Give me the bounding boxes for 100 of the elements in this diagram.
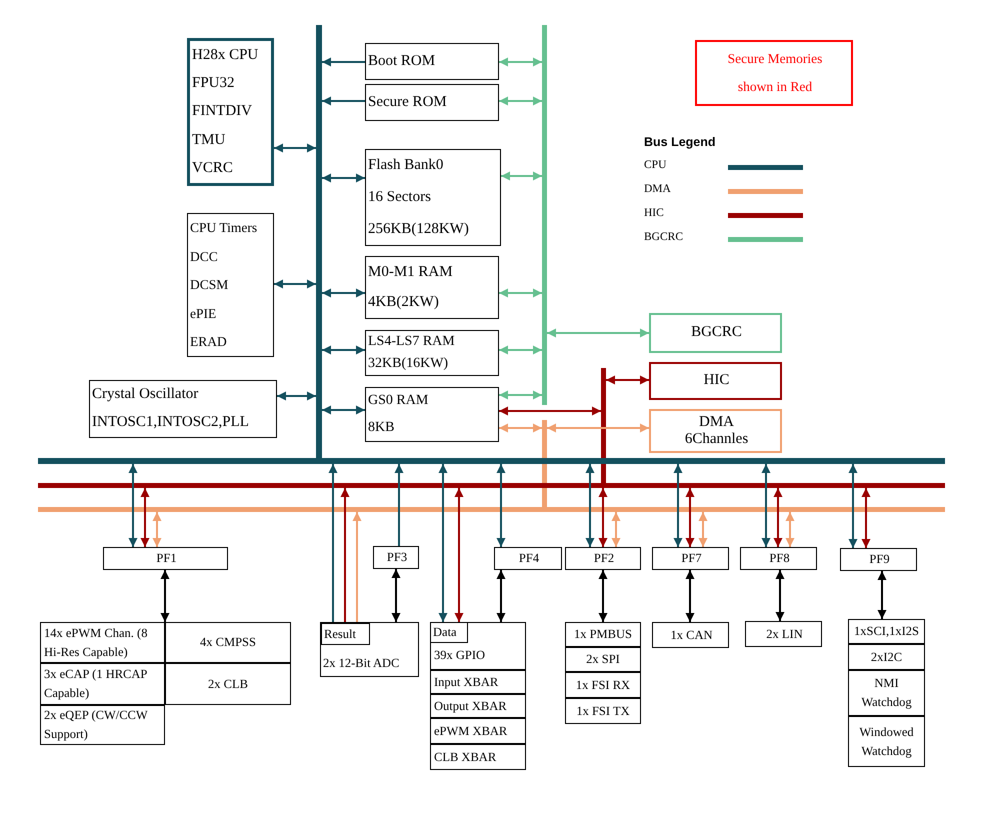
double-arrow	[160, 570, 170, 622]
block-box	[649, 362, 782, 400]
block-box	[89, 380, 277, 438]
double-arrow	[140, 488, 150, 547]
double-arrow	[274, 280, 316, 288]
peripheral-cell: 2x SPI	[565, 647, 641, 672]
double-arrow	[277, 392, 316, 400]
box-text: PF4	[518, 551, 540, 566]
peripheral-cell: 4x CMPSS	[165, 622, 291, 663]
legend-label: DMA	[644, 183, 671, 195]
box-text: H28x CPU	[192, 46, 258, 64]
peripheral-cell: 2x CLB	[165, 663, 291, 705]
block-box	[848, 619, 925, 767]
block-box	[840, 548, 917, 571]
double-arrow	[499, 424, 542, 432]
peripheral-cell: 2x eQEP (CW/CCW Support)	[40, 705, 165, 745]
box-text: 32KB(16KW)	[368, 356, 448, 372]
box-text: 256KB(128KW)	[368, 220, 469, 238]
double-arrow	[598, 570, 608, 622]
double-arrow	[674, 464, 682, 547]
box-text: Secure ROM	[368, 94, 447, 112]
box-text: PF2	[594, 551, 614, 566]
block-box	[365, 84, 499, 121]
peripheral-cell: 1x FSI TX	[565, 698, 641, 724]
block-box	[649, 313, 782, 353]
box-text: PF1	[156, 551, 177, 566]
box-text: 1x CAN	[670, 628, 713, 642]
box-text: DCC	[190, 248, 218, 264]
double-arrow	[774, 488, 782, 547]
box-text: PF8	[769, 551, 790, 566]
double-arrow	[586, 464, 594, 547]
box-text: DCSM	[190, 277, 228, 293]
legend-heading: Bus Legend	[644, 135, 716, 149]
block-box	[365, 330, 499, 376]
double-arrow	[152, 512, 162, 547]
box-text: FPU32	[192, 74, 235, 92]
double-arrow	[322, 288, 365, 298]
double-arrow	[878, 571, 886, 619]
box-text: PF3	[386, 550, 408, 565]
box-text: Secure Memories shown in Red	[726, 50, 824, 96]
box-text: 6Channles	[684, 431, 748, 448]
box-text: Crystal Oscillator	[92, 386, 198, 404]
double-arrow	[862, 488, 870, 548]
peripheral-cell: 1xSCI,1xI2S	[848, 619, 925, 644]
block-box	[320, 622, 419, 677]
double-arrow	[499, 58, 542, 66]
peripheral-cell: 3x eCAP (1 HRCAP Capable)	[40, 663, 165, 705]
double-arrow	[499, 96, 542, 106]
block-box	[494, 547, 562, 570]
box-text: DMA	[698, 414, 734, 431]
double-arrow	[598, 488, 608, 547]
block-box	[652, 622, 729, 648]
peripheral-cell: 14x ePWM Chan. (8 Hi-Res Capable)	[40, 622, 165, 663]
peripheral-cell: NMI Watchdog	[848, 670, 925, 716]
legend-label: CPU	[644, 159, 666, 171]
box-text: Result	[324, 626, 356, 642]
arrow	[322, 58, 365, 66]
double-arrow	[128, 464, 138, 547]
double-arrow	[322, 406, 365, 414]
box-text: FINTDIV	[192, 103, 252, 121]
double-arrow	[686, 570, 694, 622]
double-arrow	[686, 488, 694, 547]
double-arrow	[606, 376, 649, 384]
double-arrow	[762, 464, 770, 547]
block-box	[740, 547, 817, 570]
double-arrow	[612, 512, 620, 547]
double-arrow	[499, 346, 542, 354]
box-text: PF7	[681, 551, 702, 566]
block-box	[745, 621, 822, 647]
double-arrow	[499, 406, 601, 416]
block-box	[565, 547, 641, 570]
block-box	[365, 149, 501, 246]
block-box	[187, 213, 274, 357]
arrow	[328, 464, 338, 622]
box-text: M0-M1 RAM	[368, 264, 453, 281]
block-box	[430, 622, 526, 770]
legend-label: HIC	[644, 207, 664, 219]
peripheral-cell: ePWM XBAR	[430, 718, 526, 744]
block-box	[321, 623, 370, 645]
double-arrow	[454, 488, 464, 622]
arrow	[394, 464, 404, 546]
peripheral-cell: CLB XBAR	[430, 744, 526, 770]
box-text: BGCRC	[691, 324, 742, 342]
block-box	[365, 43, 499, 80]
double-arrow	[392, 569, 400, 622]
peripheral-cell: 1x PMBUS	[565, 622, 641, 647]
box-text: Data	[433, 625, 457, 640]
double-arrow	[438, 464, 448, 622]
box-text: 4KB(2KW)	[368, 294, 439, 312]
box-text: 2x 12-Bit ADC	[323, 656, 400, 670]
box-text: LS4-LS7 RAM	[368, 334, 455, 350]
block-box	[365, 387, 499, 442]
block-box	[652, 547, 729, 570]
box-text: 8KB	[368, 420, 394, 436]
box-text: 2x LIN	[766, 626, 803, 642]
double-arrow	[698, 512, 708, 547]
peripheral-cell: Input XBAR	[430, 670, 526, 694]
box-text: PF9	[869, 552, 890, 567]
block-box	[103, 547, 228, 570]
double-arrow	[547, 328, 649, 338]
